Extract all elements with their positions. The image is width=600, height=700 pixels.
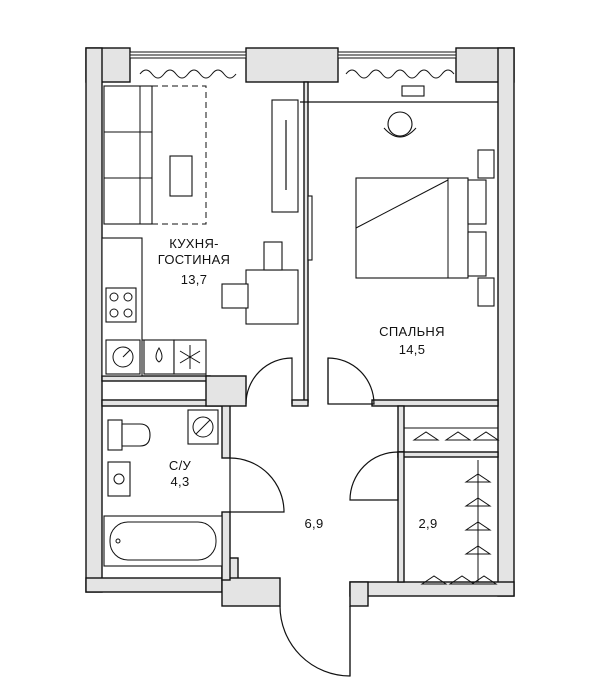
door-wardrobe xyxy=(349,451,399,501)
tv-stand xyxy=(271,99,299,213)
desk-and-chair xyxy=(383,85,425,138)
svg-text:СПАЛЬНЯ: СПАЛЬНЯ xyxy=(379,324,445,339)
dining-table xyxy=(221,241,299,325)
svg-text:6,9: 6,9 xyxy=(305,516,324,531)
dishwasher-icon xyxy=(143,339,175,375)
hanger-rail-bedroom xyxy=(404,427,500,441)
fridge-snowflake-icon xyxy=(173,339,207,375)
svg-text:КУХНЯ-: КУХНЯ- xyxy=(169,236,219,251)
outer-walls xyxy=(85,47,515,607)
label-bathroom: С/У 4,3 xyxy=(169,458,192,489)
door-kitchen xyxy=(245,357,293,405)
svg-text:ГОСТИНАЯ: ГОСТИНАЯ xyxy=(158,252,231,267)
window-bedroom xyxy=(337,51,457,79)
sofa xyxy=(103,85,153,225)
svg-text:13,7: 13,7 xyxy=(181,272,208,287)
washbasin xyxy=(107,461,131,497)
sliding-door-partition xyxy=(307,195,313,261)
svg-text:4,3: 4,3 xyxy=(171,474,190,489)
door-bathroom xyxy=(229,457,285,513)
label-wardrobe: 2,9 xyxy=(419,516,438,531)
sink-icon xyxy=(105,339,141,375)
cooktop-icon xyxy=(105,287,137,323)
rug-outline xyxy=(151,85,207,225)
double-bed xyxy=(355,149,495,307)
label-kitchen-living: КУХНЯ- ГОСТИНАЯ 13,7 xyxy=(158,236,231,287)
door-entrance xyxy=(279,605,351,677)
label-hallway: 6,9 xyxy=(305,516,324,531)
washing-machine-icon xyxy=(187,409,219,445)
svg-text:14,5: 14,5 xyxy=(399,342,426,357)
bathtub xyxy=(103,515,223,567)
hanger-rail-wardrobe xyxy=(420,460,498,585)
window-kitchen xyxy=(129,51,247,79)
svg-text:2,9: 2,9 xyxy=(419,516,438,531)
label-bedroom: СПАЛЬНЯ 14,5 xyxy=(379,324,445,357)
svg-text:С/У: С/У xyxy=(169,458,192,473)
interior-walls xyxy=(101,81,499,583)
toilet xyxy=(107,419,151,451)
door-bedroom xyxy=(327,357,375,405)
coffee-table xyxy=(169,155,193,197)
